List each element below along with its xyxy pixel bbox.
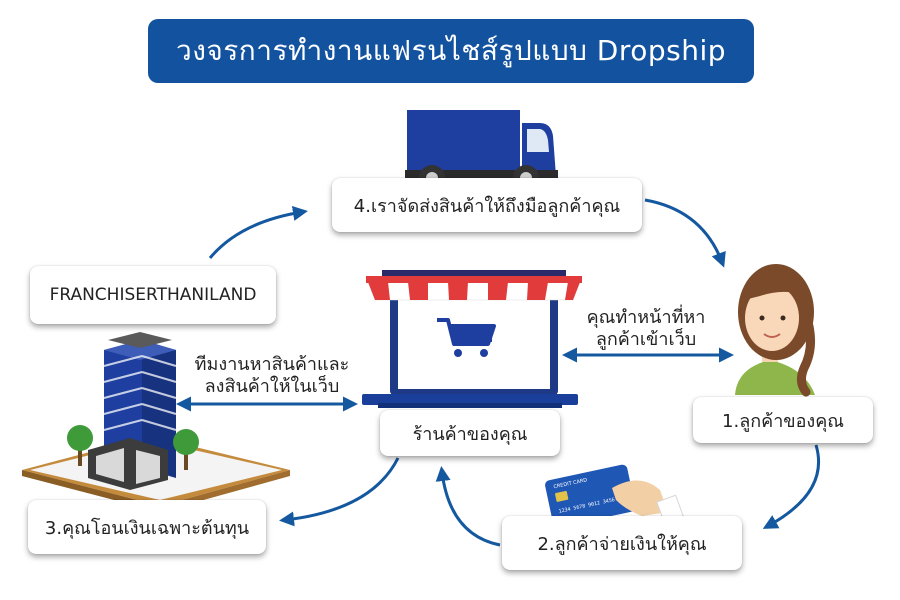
arrow-franchise-to-delivery [208,206,308,259]
arrow-payment-to-store [435,466,501,547]
team-note-line1: ทีมงานหาสินค้าและ [194,354,350,375]
store-box: ร้านค้าของคุณ [380,410,560,456]
flow-arrows [176,198,821,547]
step-1-box: 1.ลูกค้าของคุณ [693,397,873,443]
laptop-store-icon [362,270,582,408]
diagram-title: วงจรการทำงานแฟรนไชส์รูปแบบ Dropship [148,19,754,83]
arrow-customer-to-payment [762,444,821,529]
step-4-box: 4.เราจัดส่งสินค้าให้ถึงมือลูกค้าคุณ [332,178,642,232]
customer-note: คุณทำหน้าที่หา ลูกค้าเข้าเว็บ [572,307,720,351]
arrow-store-to-transfer [279,457,400,527]
step-3-label: 3.คุณโอนเงินเฉพาะต้นทุน [44,517,250,539]
shopping-cart-icon [437,318,496,357]
credit-card-icon: CREDIT CARD 1234 5678 9012 3456 [545,464,684,528]
team-note: ทีมงานหาสินค้าและ ลงสินค้าให้ในเว็บ [188,354,356,398]
diagram-title-text: วงจรการทำงานแฟรนไชส์รูปแบบ Dropship [175,34,727,67]
customer-note-line1: คุณทำหน้าที่หา [586,307,706,328]
step-1-label: 1.ลูกค้าของคุณ [722,410,844,432]
team-note-line2: ลงสินค้าให้ในเว็บ [204,376,340,397]
step-2-box: 2.ลูกค้าจ่ายเงินให้คุณ [502,516,742,570]
franchise-label: FRANCHISERTHANILAND [49,285,257,305]
step-4-label: 4.เราจัดส่งสินค้าให้ถึงมือลูกค้าคุณ [353,195,621,217]
customer-note-line2: ลูกค้าเข้าเว็บ [595,329,697,350]
step-2-label: 2.ลูกค้าจ่ายเงินให้คุณ [537,533,707,555]
franchise-box: FRANCHISERTHANILAND [30,266,276,324]
store-label: ร้านค้าของคุณ [412,423,528,445]
arrow-delivery-to-customer [644,198,726,268]
customer-avatar-icon [735,264,815,397]
step-3-box: 3.คุณโอนเงินเฉพาะต้นทุน [28,500,266,554]
